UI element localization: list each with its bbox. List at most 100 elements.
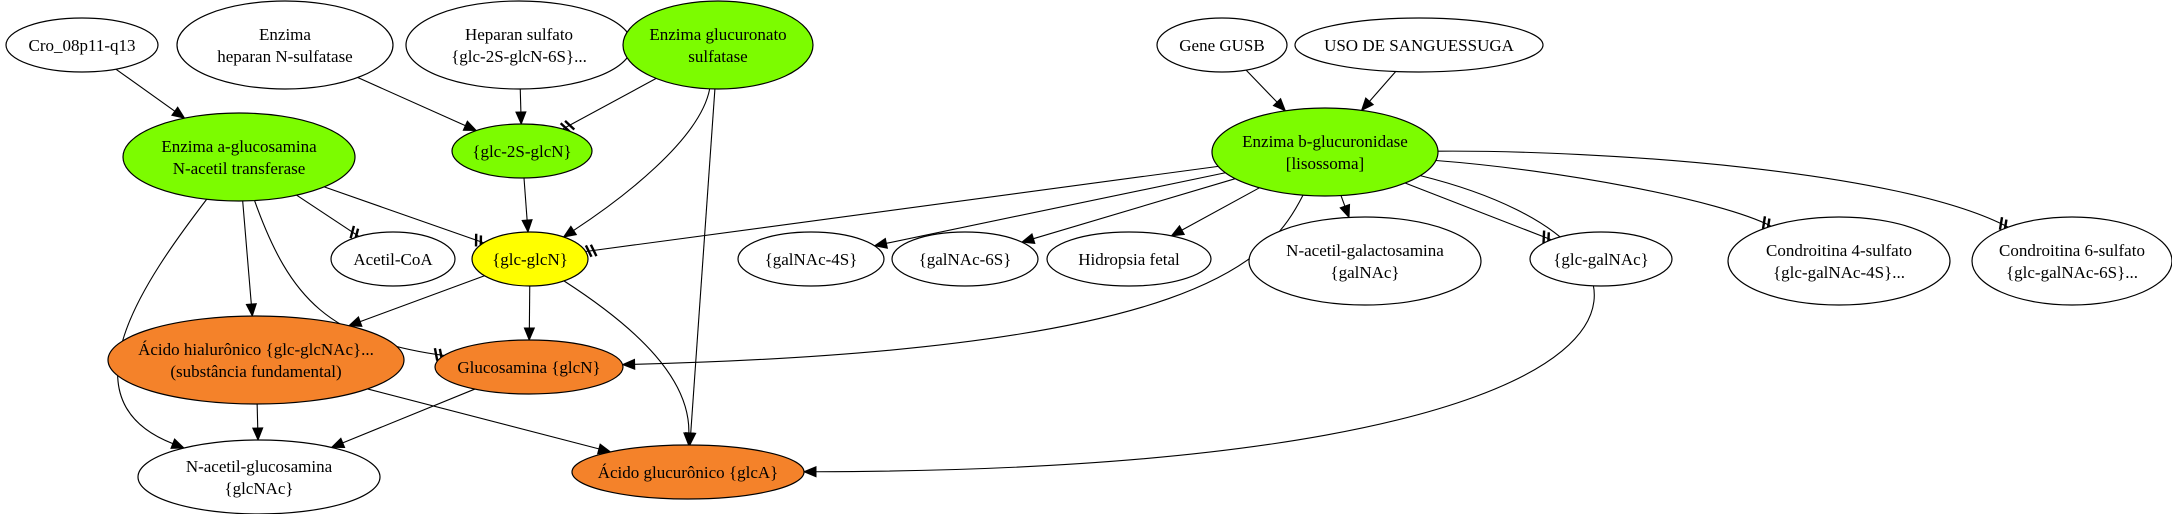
edge-gluc_sulf-to-glcglcn bbox=[562, 88, 711, 238]
node-ellipse bbox=[1248, 216, 1482, 306]
node-label: {glc-2S-glcN} bbox=[472, 142, 571, 161]
edge-glucosamina-to-nacglc bbox=[330, 388, 476, 449]
node-nacglc: N-acetil-glucosamina{glcNAc} bbox=[137, 439, 381, 514]
edge-line bbox=[1404, 182, 1552, 241]
arrowhead-icon bbox=[171, 106, 186, 119]
node-label: {glc-glcN} bbox=[492, 250, 568, 269]
node-label: Glucosamina {glcN} bbox=[457, 358, 600, 377]
edge-hsulf-to-glc2s bbox=[357, 77, 478, 132]
edge-line bbox=[1181, 187, 1260, 231]
node-label: Condroitina 4-sulfato bbox=[1766, 241, 1912, 260]
node-ellipse bbox=[137, 439, 381, 514]
node-ellipse bbox=[737, 231, 885, 287]
node-label: Hidropsia fetal bbox=[1078, 250, 1180, 269]
edge-aglc-to-hialur bbox=[242, 200, 258, 318]
edges-layer bbox=[115, 68, 2009, 478]
edge-glcglcn-to-hialur bbox=[347, 275, 485, 327]
edge-line bbox=[1435, 159, 1772, 227]
inhibition-bar-icon bbox=[433, 347, 439, 361]
node-label: {galNAc-4S} bbox=[765, 250, 858, 269]
edge-line bbox=[367, 388, 600, 450]
node-ellipse bbox=[330, 231, 456, 287]
node-label: Heparan sulfato bbox=[465, 25, 573, 44]
node-label: Enzima b-glucuronidase bbox=[1242, 132, 1408, 151]
edge-cro-to-aglc bbox=[115, 68, 186, 119]
edge-line bbox=[115, 68, 176, 112]
node-label: {glc-2S-glcN-6S}... bbox=[451, 47, 587, 66]
edge-line bbox=[1033, 178, 1236, 240]
node-label: [lisossoma] bbox=[1286, 154, 1364, 173]
edge-bglc-to-hidropsia bbox=[1170, 187, 1260, 237]
edge-heparan-to-glc2s bbox=[515, 88, 527, 126]
node-hidropsia: Hidropsia fetal bbox=[1046, 231, 1212, 287]
node-label: Enzima glucuronato bbox=[649, 25, 786, 44]
edge-bglc-to-galnac4s bbox=[873, 172, 1226, 249]
inhibition-bar-icon bbox=[584, 244, 593, 258]
node-label: Acetil-CoA bbox=[353, 250, 433, 269]
edge-line bbox=[573, 88, 711, 231]
arrowhead-icon bbox=[1020, 233, 1036, 245]
arrowhead-icon bbox=[873, 237, 889, 249]
inhibition-bar-icon bbox=[1998, 216, 2004, 230]
node-ellipse bbox=[107, 315, 405, 405]
edge-glcglcn-to-glucosamina bbox=[523, 285, 536, 342]
node-ellipse bbox=[1529, 231, 1673, 287]
edge-line bbox=[359, 275, 485, 323]
inhibition-bar-icon bbox=[1761, 216, 1767, 229]
arrowhead-icon bbox=[347, 316, 363, 327]
arrowhead-icon bbox=[802, 465, 817, 478]
node-galnac4s: {galNAc-4S} bbox=[737, 231, 885, 287]
edge-bglc-to-galnac6s bbox=[1020, 178, 1236, 245]
inhibition-bar-icon bbox=[589, 244, 598, 257]
edge-hialur-to-glcA bbox=[367, 388, 612, 455]
node-glcA: Ácido glucurônico {glcA} bbox=[571, 444, 805, 500]
node-ellipse bbox=[1971, 216, 2172, 306]
node-ellipse bbox=[1294, 17, 1544, 73]
edge-line bbox=[815, 175, 1595, 473]
node-sangue: USO DE SANGUESSUGA bbox=[1294, 17, 1544, 73]
edge-line bbox=[1245, 69, 1278, 103]
arrowhead-icon bbox=[462, 120, 478, 132]
inhibition-bar-icon bbox=[564, 120, 576, 131]
node-cond6: Condroitina 6-sulfato{glc-galNAc-6S}... bbox=[1971, 216, 2172, 306]
edge-line bbox=[324, 186, 484, 244]
node-label: Ácido hialurônico {glc-glcNAc}... bbox=[138, 340, 374, 359]
arrowhead-icon bbox=[683, 432, 695, 447]
node-ellipse bbox=[571, 444, 805, 500]
node-glucosamina: Glucosamina {glcN} bbox=[434, 339, 624, 395]
edge-line bbox=[634, 194, 1304, 365]
edge-hialur-to-nacglc bbox=[251, 403, 264, 442]
node-label: Enzima a-glucosamina bbox=[161, 137, 317, 156]
node-bglc: Enzima b-glucuronidase [lisossoma] bbox=[1211, 107, 1439, 197]
arrowhead-icon bbox=[170, 438, 186, 449]
edge-bglc-to-glucosamina bbox=[621, 194, 1304, 371]
edge-line bbox=[886, 172, 1226, 244]
edge-line bbox=[296, 194, 360, 237]
node-label: Condroitina 6-sulfato bbox=[1999, 241, 2145, 260]
node-ellipse bbox=[434, 339, 624, 395]
edge-gluc_sulf-to-glc2s bbox=[559, 77, 657, 133]
edge-line bbox=[242, 200, 252, 305]
node-label: heparan N-sulfatase bbox=[217, 47, 352, 66]
edge-bglc-to-cond6 bbox=[1437, 150, 2009, 233]
node-galnac6s: {galNAc-6S} bbox=[891, 231, 1039, 287]
edge-line bbox=[523, 177, 528, 221]
edge-sangue-to-bglc bbox=[1360, 71, 1397, 112]
arrowhead-icon bbox=[330, 437, 346, 449]
node-label: Ácido glucurônico {glcA} bbox=[598, 463, 779, 482]
node-ellipse bbox=[471, 231, 589, 287]
node-cro: Cro_08p11-q13 bbox=[5, 17, 159, 73]
node-label: {glc-galNAc} bbox=[1553, 250, 1649, 269]
arrowhead-icon bbox=[521, 219, 533, 234]
edge-aglc-to-nacglc bbox=[117, 198, 208, 449]
node-ellipse bbox=[451, 123, 593, 179]
arrowhead-icon bbox=[251, 427, 264, 442]
node-ellipse bbox=[1156, 17, 1288, 73]
edge-aglc-to-acetilcoa bbox=[296, 194, 360, 242]
edge-bglc-to-glcglcn bbox=[584, 165, 1219, 258]
node-label: USO DE SANGUESSUGA bbox=[1324, 36, 1515, 55]
edge-line bbox=[357, 77, 466, 127]
